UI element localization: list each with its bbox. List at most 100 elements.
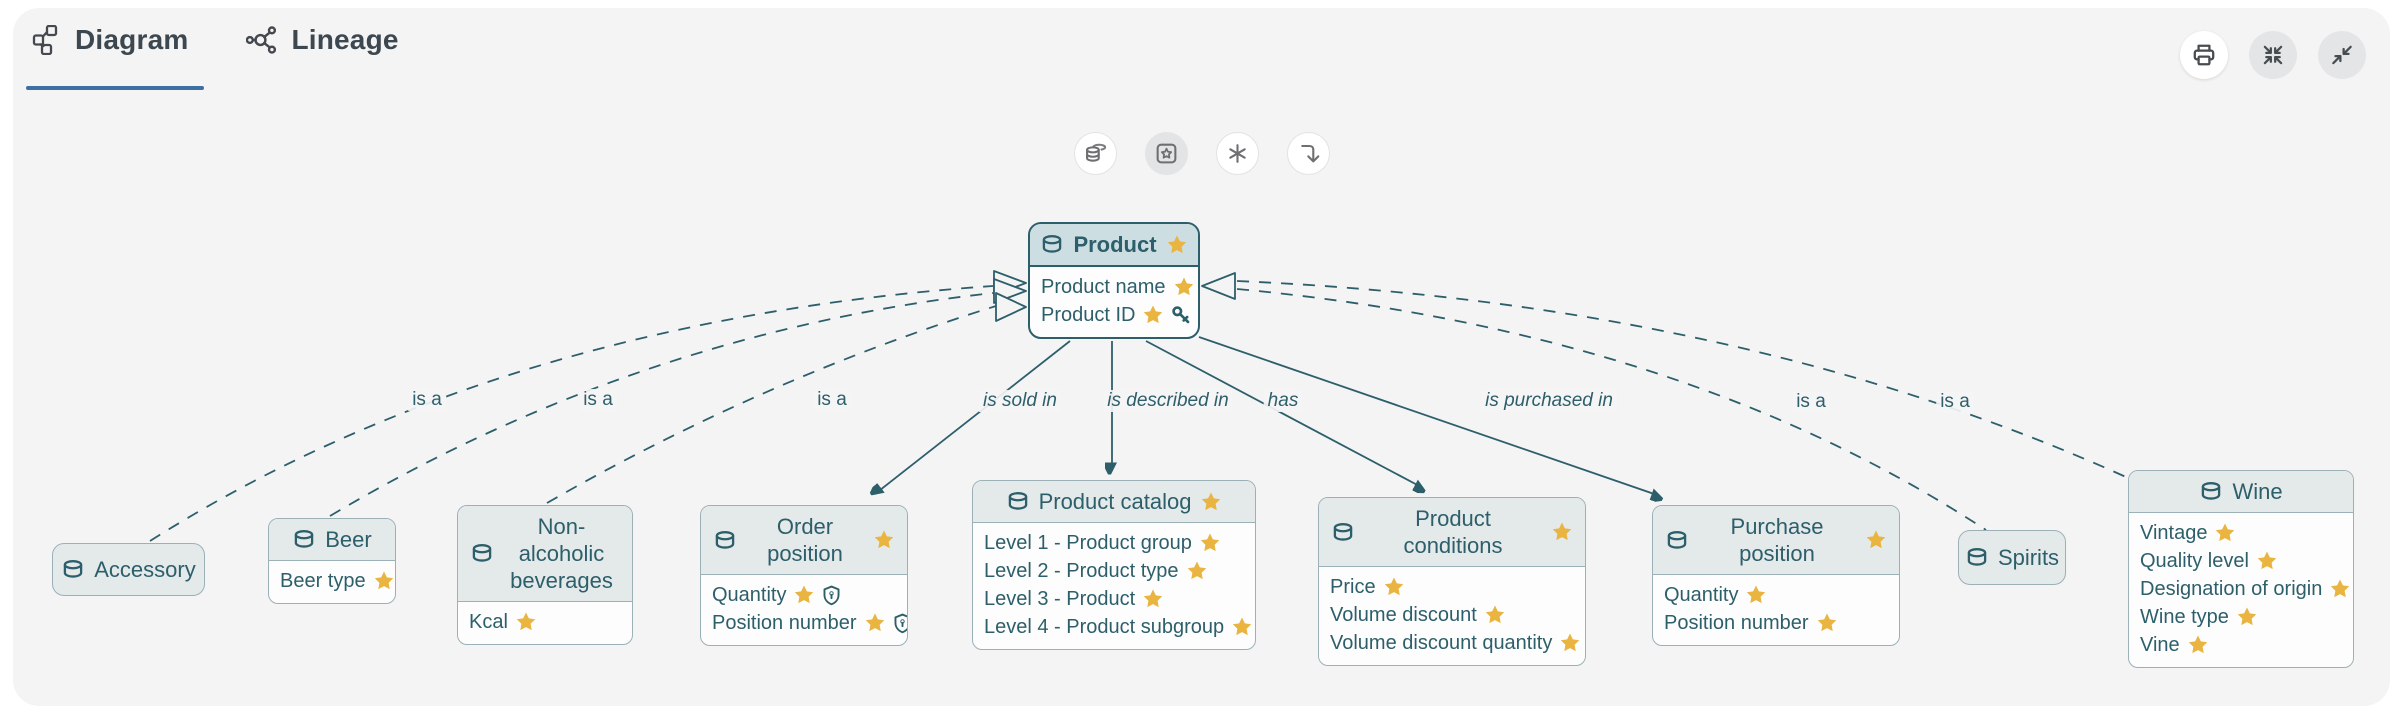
star-icon — [864, 612, 886, 634]
star-icon — [2214, 522, 2236, 544]
star-icon — [1173, 276, 1195, 298]
entity-non-alcoholic-header: Non-alcoholic beverages — [458, 506, 632, 602]
tab-bar: Diagram Lineage — [30, 24, 399, 56]
attribute-row[interactable]: Beer type — [280, 567, 384, 595]
edge-label-is-purchased-in: is purchased in — [1481, 390, 1617, 412]
attribute-row[interactable]: Quality level — [2140, 547, 2342, 575]
entity-order-position-header: Order position — [701, 506, 907, 575]
database-icon — [713, 530, 737, 551]
attribute-row[interactable]: Wine type — [2140, 603, 2342, 631]
star-icon — [1383, 576, 1405, 598]
entity-non-alcoholic-beverages[interactable]: Non-alcoholic beverages Kcal — [457, 505, 633, 645]
database-icon — [470, 543, 494, 564]
attribute-row[interactable]: Position number — [1664, 609, 1888, 637]
attribute-row[interactable]: Level 1 - Product group — [984, 529, 1244, 557]
attribute-name: Vintage — [2140, 522, 2208, 544]
attribute-name: Quantity — [712, 584, 787, 606]
show-tables-button[interactable] — [1074, 132, 1117, 175]
star-icon — [2187, 634, 2209, 656]
entity-purchase-position[interactable]: Purchase position Quantity Position numb… — [1652, 505, 1900, 646]
attribute-row[interactable]: Vintage — [2140, 519, 2342, 547]
entity-title: Product catalog — [1038, 489, 1192, 514]
attribute-name: Level 4 - Product subgroup — [984, 616, 1225, 638]
attribute-name: Product name — [1041, 276, 1166, 298]
printer-icon — [2193, 44, 2215, 66]
window-actions — [2180, 31, 2366, 79]
attribute-name: Level 3 - Product — [984, 588, 1136, 610]
attribute-row[interactable]: Quantity — [1664, 581, 1888, 609]
entity-beer[interactable]: Beer Beer type — [268, 518, 396, 604]
attribute-row[interactable]: Volume discount quantity — [1330, 629, 1574, 657]
entity-title: Accessory — [94, 556, 196, 582]
key-icon — [1171, 305, 1192, 326]
entity-accessory[interactable]: Accessory — [52, 543, 205, 596]
attribute-name: Vine — [2140, 634, 2180, 656]
collapse-all-button[interactable] — [2249, 31, 2297, 79]
star-icon — [1745, 584, 1767, 606]
star-icon — [515, 611, 537, 633]
attribute-row[interactable]: Product ID — [1041, 301, 1187, 329]
attribute-row[interactable]: Designation of origin — [2140, 575, 2342, 603]
star-icon — [2236, 606, 2258, 628]
attribute-row[interactable]: Product name — [1041, 273, 1187, 301]
star-icon — [793, 584, 815, 606]
shield-icon — [822, 585, 841, 606]
diagram-icon — [32, 25, 58, 55]
database-icon — [1965, 547, 1989, 568]
database-icon — [1665, 530, 1689, 551]
mandatory-attributes-button[interactable] — [1216, 132, 1259, 175]
attribute-row[interactable]: Position number — [712, 609, 896, 637]
entity-product[interactable]: Product Product name Product ID — [1028, 222, 1200, 339]
attribute-row[interactable]: Quantity — [712, 581, 896, 609]
database-icon — [2199, 481, 2223, 502]
tab-lineage-label: Lineage — [291, 24, 399, 55]
entity-product-conditions-header: Product conditions — [1319, 498, 1585, 567]
entity-product-catalog-header: Product catalog — [973, 481, 1255, 523]
attribute-row[interactable]: Volume discount — [1330, 601, 1574, 629]
star-icon — [1865, 529, 1887, 551]
star-icon — [373, 570, 395, 592]
attribute-row[interactable]: Kcal — [469, 608, 621, 636]
tab-diagram[interactable]: Diagram — [30, 24, 188, 56]
entity-product-conditions[interactable]: Product conditions Price Volume discount… — [1318, 497, 1586, 666]
attribute-name: Volume discount — [1330, 604, 1477, 626]
attribute-row[interactable]: Level 2 - Product type — [984, 557, 1244, 585]
entity-spirits[interactable]: Spirits — [1958, 530, 2066, 585]
star-icon — [2329, 578, 2351, 600]
attribute-row[interactable]: Level 3 - Product — [984, 585, 1244, 613]
show-starred-button[interactable] — [1145, 132, 1188, 175]
attribute-name: Level 2 - Product type — [984, 560, 1179, 582]
database-stack-icon — [1086, 143, 1107, 162]
asterisk-icon — [1229, 144, 1246, 163]
star-icon — [1166, 234, 1188, 256]
entity-product-header: Product — [1030, 224, 1198, 267]
attribute-row[interactable]: Level 4 - Product subgroup — [984, 613, 1244, 641]
attribute-name: Kcal — [469, 611, 508, 633]
attribute-name: Volume discount quantity — [1330, 632, 1553, 654]
export-button[interactable] — [1287, 132, 1330, 175]
attribute-name: Beer type — [280, 570, 366, 592]
database-icon — [61, 559, 85, 580]
star-icon — [873, 529, 895, 551]
attribute-row[interactable]: Vine — [2140, 631, 2342, 659]
edge-label-is-a: is a — [1936, 391, 1974, 413]
star-icon — [1142, 588, 1164, 610]
entity-wine[interactable]: Wine Vintage Quality level Designation o… — [2128, 470, 2354, 668]
star-icon — [2256, 550, 2278, 572]
edge-label-is-a: is a — [1792, 391, 1830, 413]
tab-diagram-label: Diagram — [75, 24, 189, 55]
exit-fullscreen-button[interactable] — [2318, 31, 2366, 79]
star-icon — [1200, 491, 1222, 513]
database-icon — [1006, 491, 1030, 512]
entity-title: Purchase position — [1730, 514, 1824, 566]
attribute-row[interactable]: Price — [1330, 573, 1574, 601]
entity-order-position[interactable]: Order position Quantity Position number — [700, 505, 908, 646]
tab-lineage[interactable]: Lineage — [246, 24, 398, 56]
attribute-name: Wine type — [2140, 606, 2229, 628]
entity-product-catalog[interactable]: Product catalog Level 1 - Product group … — [972, 480, 1256, 650]
lineage-icon — [246, 26, 277, 54]
database-icon — [292, 529, 316, 550]
star-icon — [1559, 632, 1581, 654]
database-icon — [1331, 522, 1355, 543]
print-button[interactable] — [2180, 31, 2228, 79]
